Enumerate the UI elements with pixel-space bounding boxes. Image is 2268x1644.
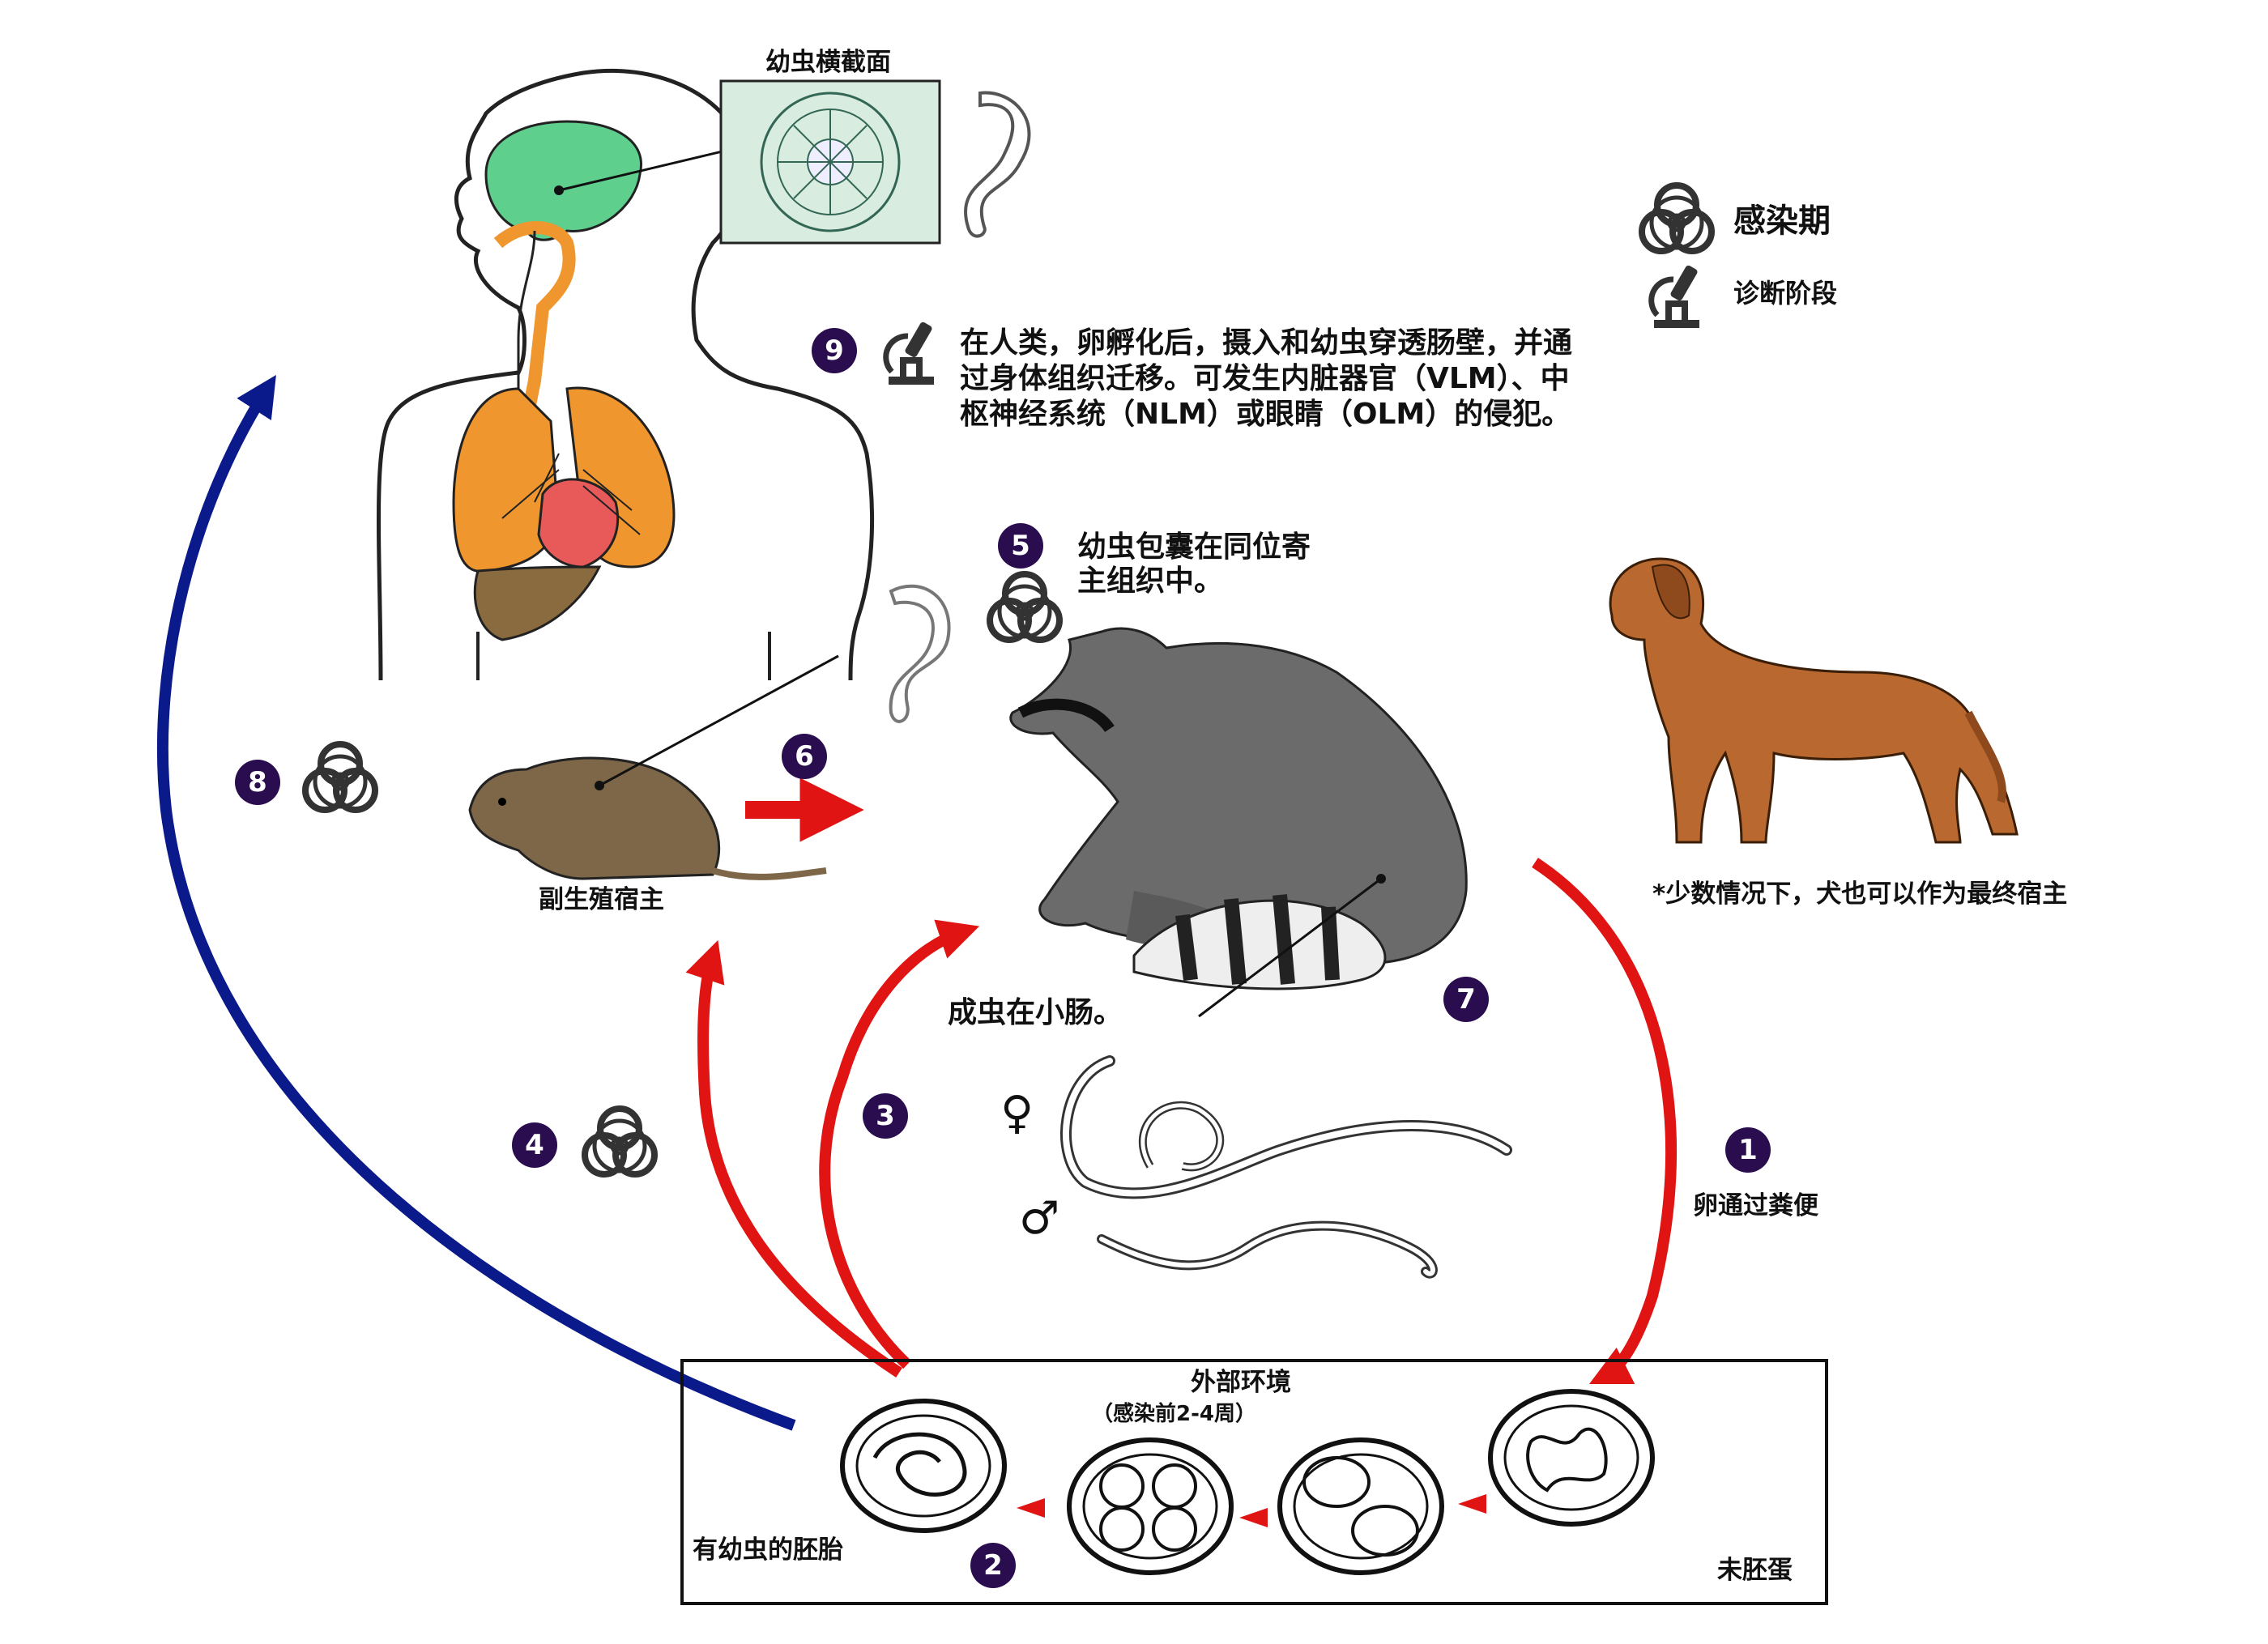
brain-icon <box>484 120 642 241</box>
step4-biohazard-icon <box>585 1109 654 1174</box>
step-5-text: 幼虫包囊在同位寄主组织中。 <box>1077 530 1311 598</box>
egg-arrow <box>1239 1508 1268 1527</box>
legend-biohazard-icon <box>1642 185 1712 251</box>
step-8-badge: 8 <box>235 760 280 805</box>
embryonated-egg-label: 有幼虫的胚胎 <box>693 1535 843 1565</box>
step8-biohazard-icon <box>305 744 375 810</box>
raccoon-icon <box>1009 627 1468 990</box>
male-worm-icon <box>1097 1220 1438 1279</box>
larva-icon <box>964 91 1031 238</box>
left-lung-icon <box>452 387 561 573</box>
step-2-badge: 2 <box>970 1543 1016 1588</box>
dog-icon <box>1609 557 2019 844</box>
external-environment-box <box>680 1359 1828 1605</box>
cleavage-egg-icon <box>1067 1437 1234 1575</box>
step-3-badge: 3 <box>863 1093 908 1139</box>
eggs-in-feces-label: 卵通过粪便 <box>1693 1191 1818 1220</box>
liver-icon <box>473 565 602 641</box>
rat-icon <box>468 756 827 880</box>
legend-diagnostic-stage: 诊断阶段 <box>1733 278 1838 309</box>
male-symbol: ♂ <box>1019 1192 1060 1245</box>
step-7-badge: 7 <box>1443 977 1489 1022</box>
dog-note-label: *少数情况下，犬也可以作为最终宿主 <box>1652 879 2068 909</box>
arrow-4 <box>685 939 902 1378</box>
pointer-line <box>599 654 839 787</box>
egg-arrow <box>1017 1498 1045 1518</box>
arrow-1 <box>1532 858 1678 1385</box>
step-1-badge: 1 <box>1725 1127 1771 1173</box>
unembryonated-egg-icon <box>1488 1389 1655 1527</box>
step-5-badge: 5 <box>998 523 1043 569</box>
female-worm-icon <box>1060 1055 1512 1199</box>
arrow-3 <box>819 919 980 1369</box>
legend-microscope-icon <box>1652 264 1699 328</box>
two-cell-egg-icon <box>1277 1437 1444 1575</box>
step-9-text: 在人类，卵孵化后，摄入和幼虫穿透肠壁，并通过身体组织迁移。可发生内脏器官（VLM… <box>960 326 1573 431</box>
egg-arrow <box>1458 1494 1486 1514</box>
legend-infective-stage: 感染期 <box>1733 202 1831 240</box>
step9-microscope-icon <box>886 321 934 385</box>
adults-in-intestine-label: 成虫在小肠。 <box>948 996 1123 1029</box>
paratenic-host-label: 副生殖宿主 <box>539 885 664 914</box>
larva-cross-section-label: 幼虫横截面 <box>765 48 891 77</box>
weeks-note-label: （感染前2-4周） <box>1092 1402 1256 1426</box>
human-figure <box>377 69 875 681</box>
larva-cross-section-panel <box>719 79 941 245</box>
arrow-8 <box>156 375 796 1431</box>
step5-biohazard-icon <box>990 574 1059 640</box>
step-6-badge: 6 <box>782 734 827 779</box>
pharynx-icon <box>493 221 576 455</box>
step-9-badge: 9 <box>812 328 857 373</box>
heart-icon <box>537 478 620 569</box>
larva-icon <box>889 584 951 723</box>
pointer-line <box>1198 877 1382 1018</box>
step-4-badge: 4 <box>512 1122 557 1168</box>
embryonated-egg-icon <box>840 1399 1007 1533</box>
female-symbol: ♀ <box>1000 1087 1034 1139</box>
unembryonated-egg-label: 未胚蛋 <box>1717 1556 1793 1585</box>
external-environment-label: 外部环境 <box>1191 1368 1291 1397</box>
pointer-line <box>558 148 730 192</box>
